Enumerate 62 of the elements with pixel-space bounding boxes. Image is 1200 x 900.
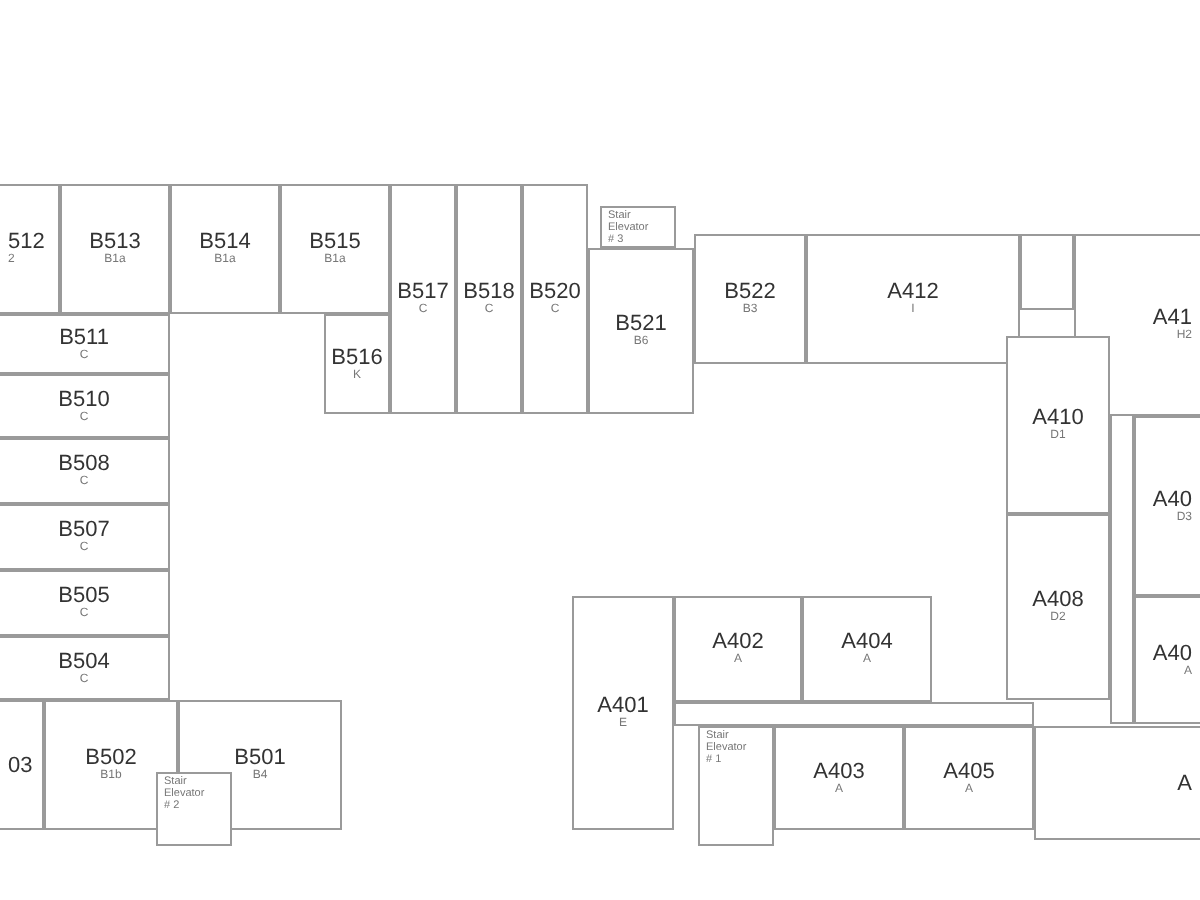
room-outline	[1134, 596, 1200, 724]
room-outline	[806, 234, 1020, 364]
stair-elevator-outline	[698, 726, 774, 846]
room-number: B518	[463, 280, 515, 304]
room-outline	[1006, 514, 1110, 700]
room-outline	[522, 184, 588, 414]
room-outline	[802, 596, 932, 702]
room-number: B521	[615, 312, 667, 336]
room-number: B505	[58, 584, 110, 608]
room-outline	[1034, 726, 1200, 840]
room-outline	[390, 184, 456, 414]
room-number: A	[1177, 771, 1192, 795]
room-outline	[0, 438, 170, 504]
room-outline	[588, 248, 694, 414]
room-outline	[60, 184, 170, 314]
room-number: A40	[1152, 641, 1192, 665]
room-number: B501	[234, 746, 286, 770]
room-number: B520	[529, 280, 581, 304]
stair-elevator-outline	[600, 206, 676, 248]
room-outline	[674, 596, 802, 702]
room-outline	[774, 726, 904, 830]
room-outline	[904, 726, 1034, 830]
room-outline	[572, 596, 674, 830]
room-number: B511	[59, 325, 109, 349]
room-number: A402	[712, 630, 764, 654]
room-number: B508	[58, 452, 110, 476]
room-outline	[0, 570, 170, 636]
room-number: B504	[58, 649, 110, 673]
room-number: B517	[397, 280, 449, 304]
room-outline	[0, 314, 170, 374]
room-outline	[0, 504, 170, 570]
room-number: A405	[943, 759, 995, 783]
room-number: A410	[1032, 406, 1084, 430]
room-number: B502	[85, 746, 137, 770]
stair-elevator-outline	[156, 772, 232, 846]
room-outline	[0, 636, 170, 700]
room-number: B514	[199, 230, 251, 254]
room-outline	[456, 184, 522, 414]
room-number: B513	[89, 230, 141, 254]
room-number: A404	[841, 630, 893, 654]
room-outline	[324, 314, 390, 414]
room-number: B510	[58, 387, 110, 411]
room-outline	[0, 374, 170, 438]
room-number: A403	[813, 759, 865, 783]
room-number: A412	[887, 280, 939, 304]
room-outline	[694, 234, 806, 364]
room-number: 512	[8, 230, 45, 254]
room-outline	[280, 184, 390, 314]
room-number: A401	[597, 694, 649, 718]
room-number: A408	[1032, 588, 1084, 612]
room-number: B507	[58, 518, 110, 542]
room-number: A41	[1152, 306, 1192, 330]
room-number: 03	[8, 753, 33, 777]
room-outline	[0, 184, 60, 314]
room-number: B515	[309, 230, 361, 254]
room-outline	[1134, 416, 1200, 596]
room-number: A40	[1152, 487, 1192, 511]
room-number: B516	[331, 345, 383, 369]
room-outline	[0, 700, 44, 830]
room-outline	[1006, 336, 1110, 514]
room-number: B522	[724, 280, 776, 304]
room-outline	[170, 184, 280, 314]
